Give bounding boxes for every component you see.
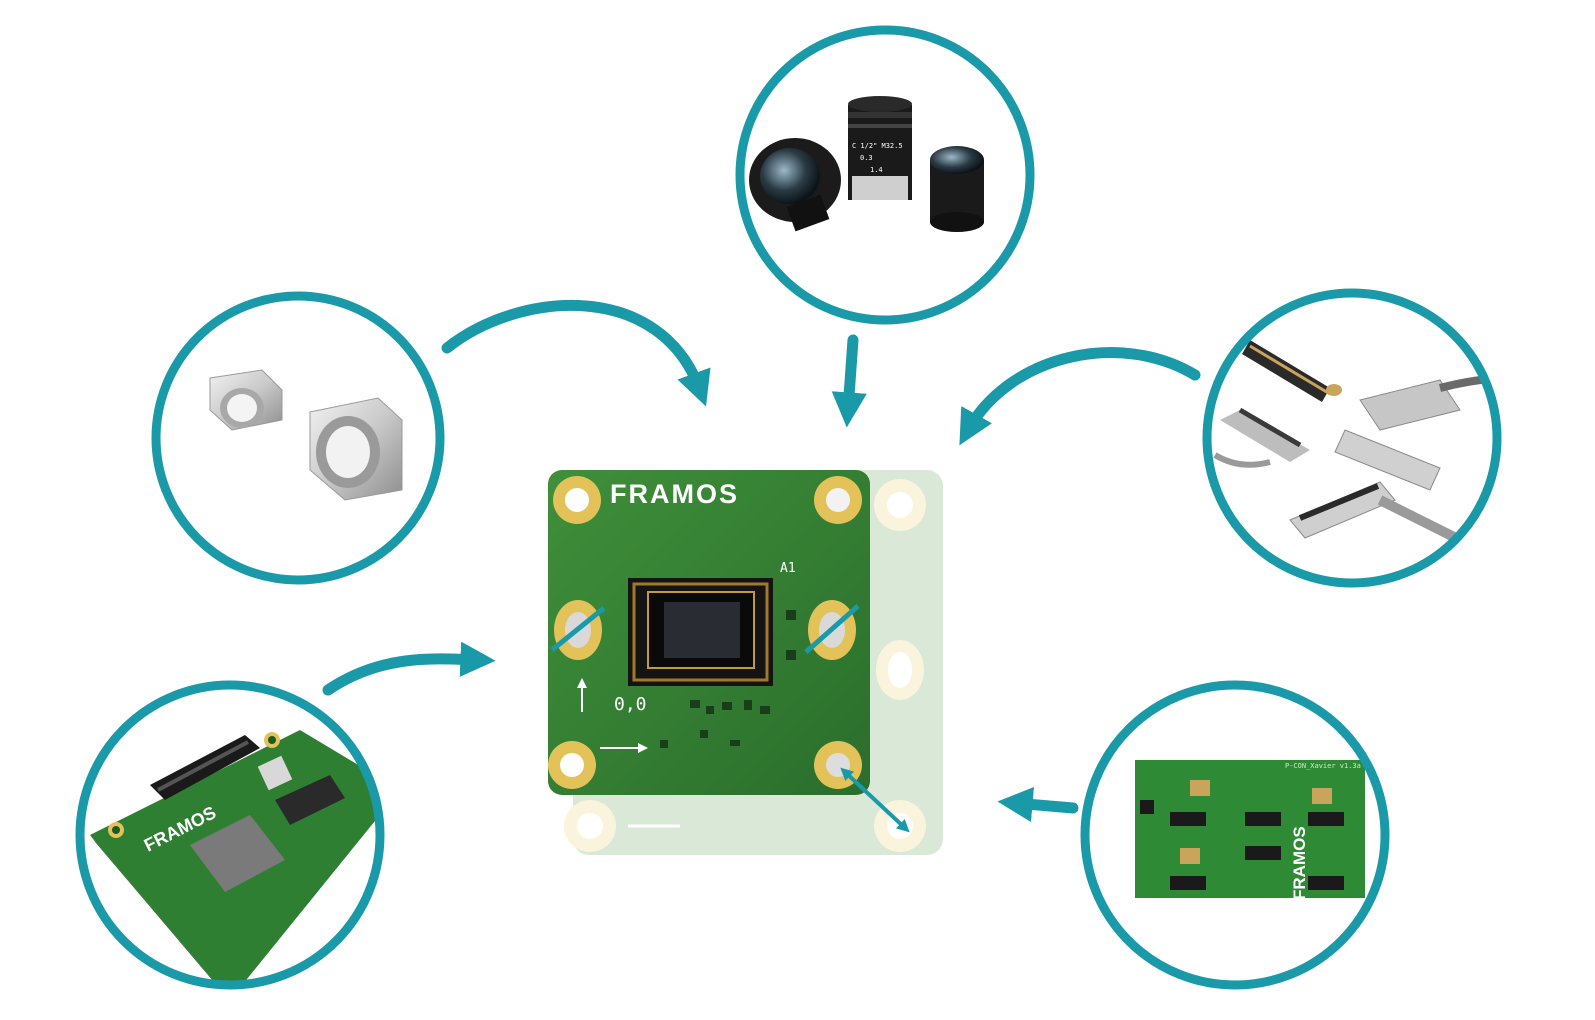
arrow-lens-to-board: [831, 334, 867, 428]
slot-hole-right: [804, 600, 860, 660]
lens-mount-icon: [209, 369, 403, 501]
axis-arrow-y: [577, 678, 587, 712]
lens-circle[interactable]: C 1/2" M32.5 0.3 1.4: [735, 25, 1035, 325]
sensor-module-board: FRAMOS A1 0,0: [548, 470, 910, 833]
connection-arrows: [322, 300, 1201, 823]
processor-board-circle[interactable]: FRAMOS: [75, 680, 400, 1008]
offset-distance-arrow: [840, 767, 910, 833]
image-sensor: [628, 578, 773, 686]
camera-lens-icon: C 1/2" M32.5 0.3 1.4: [749, 96, 984, 232]
arrow-cables-to-board: [959, 347, 1201, 446]
smd-components: [660, 610, 796, 748]
lens-engraving-1: C 1/2" M32.5: [852, 142, 903, 150]
origin-marker: 0,0: [614, 694, 647, 715]
pin-a1-marker: A1: [780, 561, 796, 576]
adapter-label-text: P-CON_Xavier v1.3a: [1285, 762, 1361, 770]
cable-connector-circle[interactable]: [1202, 288, 1502, 588]
lens-engraving-2: 0.3: [860, 154, 873, 162]
lens-engraving-3: 1.4: [870, 166, 883, 174]
board-brand-text: FRAMOS: [610, 479, 739, 509]
arrow-mounts-to-board: [441, 300, 711, 407]
mounting-hole: [548, 741, 596, 789]
processor-board-icon: FRAMOS: [90, 730, 380, 985]
mounting-hole: [553, 476, 601, 524]
slot-hole-left: [550, 600, 606, 660]
adapter-board-icon: P-CON_Xavier v1.3a FRAMOS: [1135, 760, 1365, 900]
adapter-brand-text: FRAMOS: [1290, 826, 1309, 900]
arrow-processor-to-board: [322, 641, 496, 696]
mounting-hole: [814, 476, 862, 524]
lens-mount-circle[interactable]: [151, 291, 445, 585]
arrow-adapter-to-board: [997, 786, 1079, 823]
flex-cable-connector-icon: [1213, 340, 1497, 545]
adapter-board-circle[interactable]: P-CON_Xavier v1.3a FRAMOS: [1080, 680, 1390, 990]
axis-arrow-x: [600, 743, 648, 753]
